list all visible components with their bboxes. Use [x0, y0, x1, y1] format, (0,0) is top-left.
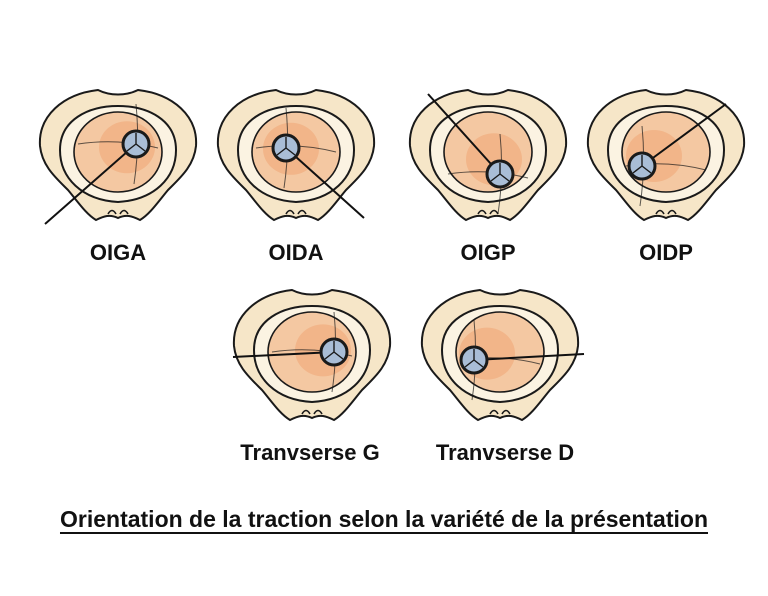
- label-oidp: OIDP: [639, 240, 693, 265]
- fontanel-sutures: [464, 349, 484, 368]
- sacrum-notches: [477, 209, 499, 215]
- figure-title: Orientation de la traction selon la vari…: [59, 506, 709, 532]
- traction-line: [641, 103, 727, 167]
- traction-line: [44, 143, 137, 225]
- panel-oidp: [586, 88, 746, 222]
- sacrum-notches: [285, 209, 307, 215]
- label-oigp: OIGP: [460, 240, 516, 265]
- label-transverse-g: Tranvserse G: [240, 440, 380, 465]
- traction-line: [427, 93, 501, 175]
- panel-transverse-d: [420, 288, 585, 422]
- label-oiga: OIGA: [89, 240, 147, 265]
- panel-transverse-g: [232, 288, 392, 422]
- panel-oida: [216, 88, 376, 222]
- sacrum-notches: [107, 209, 129, 215]
- fontanel-sutures: [126, 133, 146, 152]
- fontanel-sutures: [276, 137, 296, 156]
- fontanel-sutures: [490, 163, 510, 182]
- fontanel-sutures: [324, 341, 344, 360]
- label-oida: OIDA: [268, 240, 324, 265]
- sacrum-notches: [489, 409, 511, 415]
- sacrum-notches: [301, 409, 323, 415]
- traction-line: [285, 147, 365, 219]
- label-transverse-d: Tranvserse D: [435, 440, 575, 465]
- panel-oigp: [408, 88, 568, 222]
- sacrum-notches: [655, 209, 677, 215]
- panel-oiga: [38, 88, 198, 225]
- fontanel-sutures: [632, 155, 652, 174]
- traction-line: [473, 353, 585, 361]
- traction-line: [232, 351, 335, 358]
